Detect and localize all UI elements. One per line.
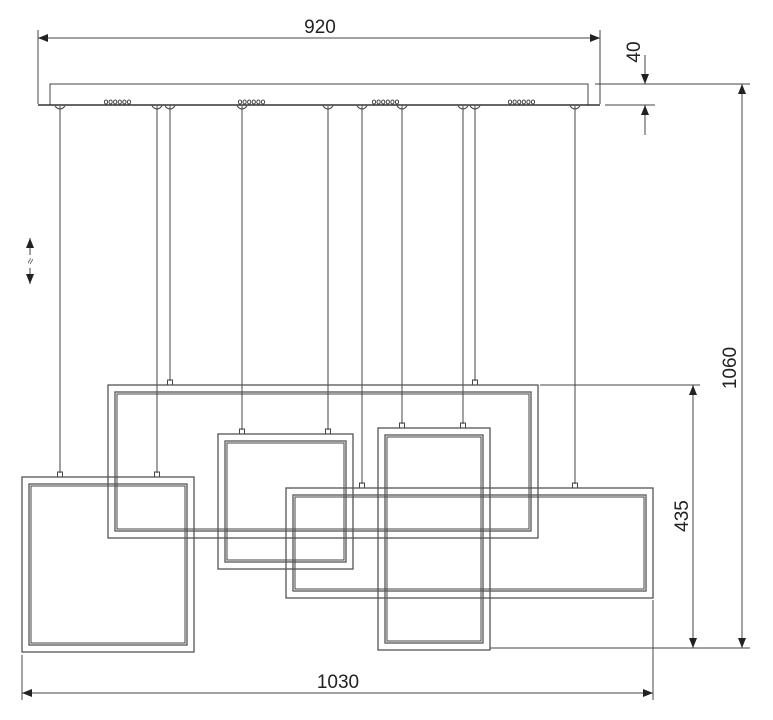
vent-dot xyxy=(237,99,243,105)
dimension-40: 40 xyxy=(595,41,655,135)
vent-dot xyxy=(108,99,113,105)
vent-dot xyxy=(521,99,526,105)
vent-dot xyxy=(507,99,513,105)
vent-dot xyxy=(512,99,517,105)
dimension-label-1030: 1030 xyxy=(317,672,359,693)
suspension-wires xyxy=(57,106,578,489)
dimension-1030: 1030 xyxy=(21,600,654,700)
vent-dot xyxy=(260,99,266,105)
vent-dot xyxy=(390,99,395,105)
vent-dot xyxy=(376,99,381,105)
vent-dot xyxy=(122,99,127,105)
vent-dot xyxy=(530,99,536,105)
vent-dot xyxy=(251,99,256,105)
dimension-label-920: 920 xyxy=(304,17,336,38)
dimension-1060: 1060 xyxy=(490,83,750,649)
canopy-vents xyxy=(103,99,536,105)
frame xyxy=(377,427,491,651)
vent-dot xyxy=(517,99,522,105)
vent-dot xyxy=(242,99,247,105)
frame xyxy=(285,487,654,599)
light-frames xyxy=(21,384,654,653)
dimension-label-435: 435 xyxy=(672,500,693,532)
vent-dot xyxy=(247,99,252,105)
dimension-920: 920 xyxy=(37,17,601,104)
canopy xyxy=(38,83,600,110)
wire-mounts xyxy=(54,105,581,110)
adjustable-height-icon: ≈ xyxy=(24,238,38,284)
vent-dot xyxy=(381,99,386,105)
vent-dot xyxy=(117,99,122,105)
vent-dot xyxy=(371,99,377,105)
dimension-label-40: 40 xyxy=(624,41,645,62)
vent-dot xyxy=(126,99,132,105)
vent-dot xyxy=(256,99,261,105)
frame xyxy=(107,384,539,539)
vent-dot xyxy=(113,99,118,105)
vent-dot xyxy=(385,99,390,105)
dimension-435: 435 xyxy=(540,384,700,648)
vent-dot xyxy=(394,99,400,105)
vent-dot xyxy=(526,99,531,105)
adjustable-symbol: ≈ xyxy=(24,256,37,266)
dimension-label-1060: 1060 xyxy=(720,347,741,389)
vent-dot xyxy=(103,99,109,105)
